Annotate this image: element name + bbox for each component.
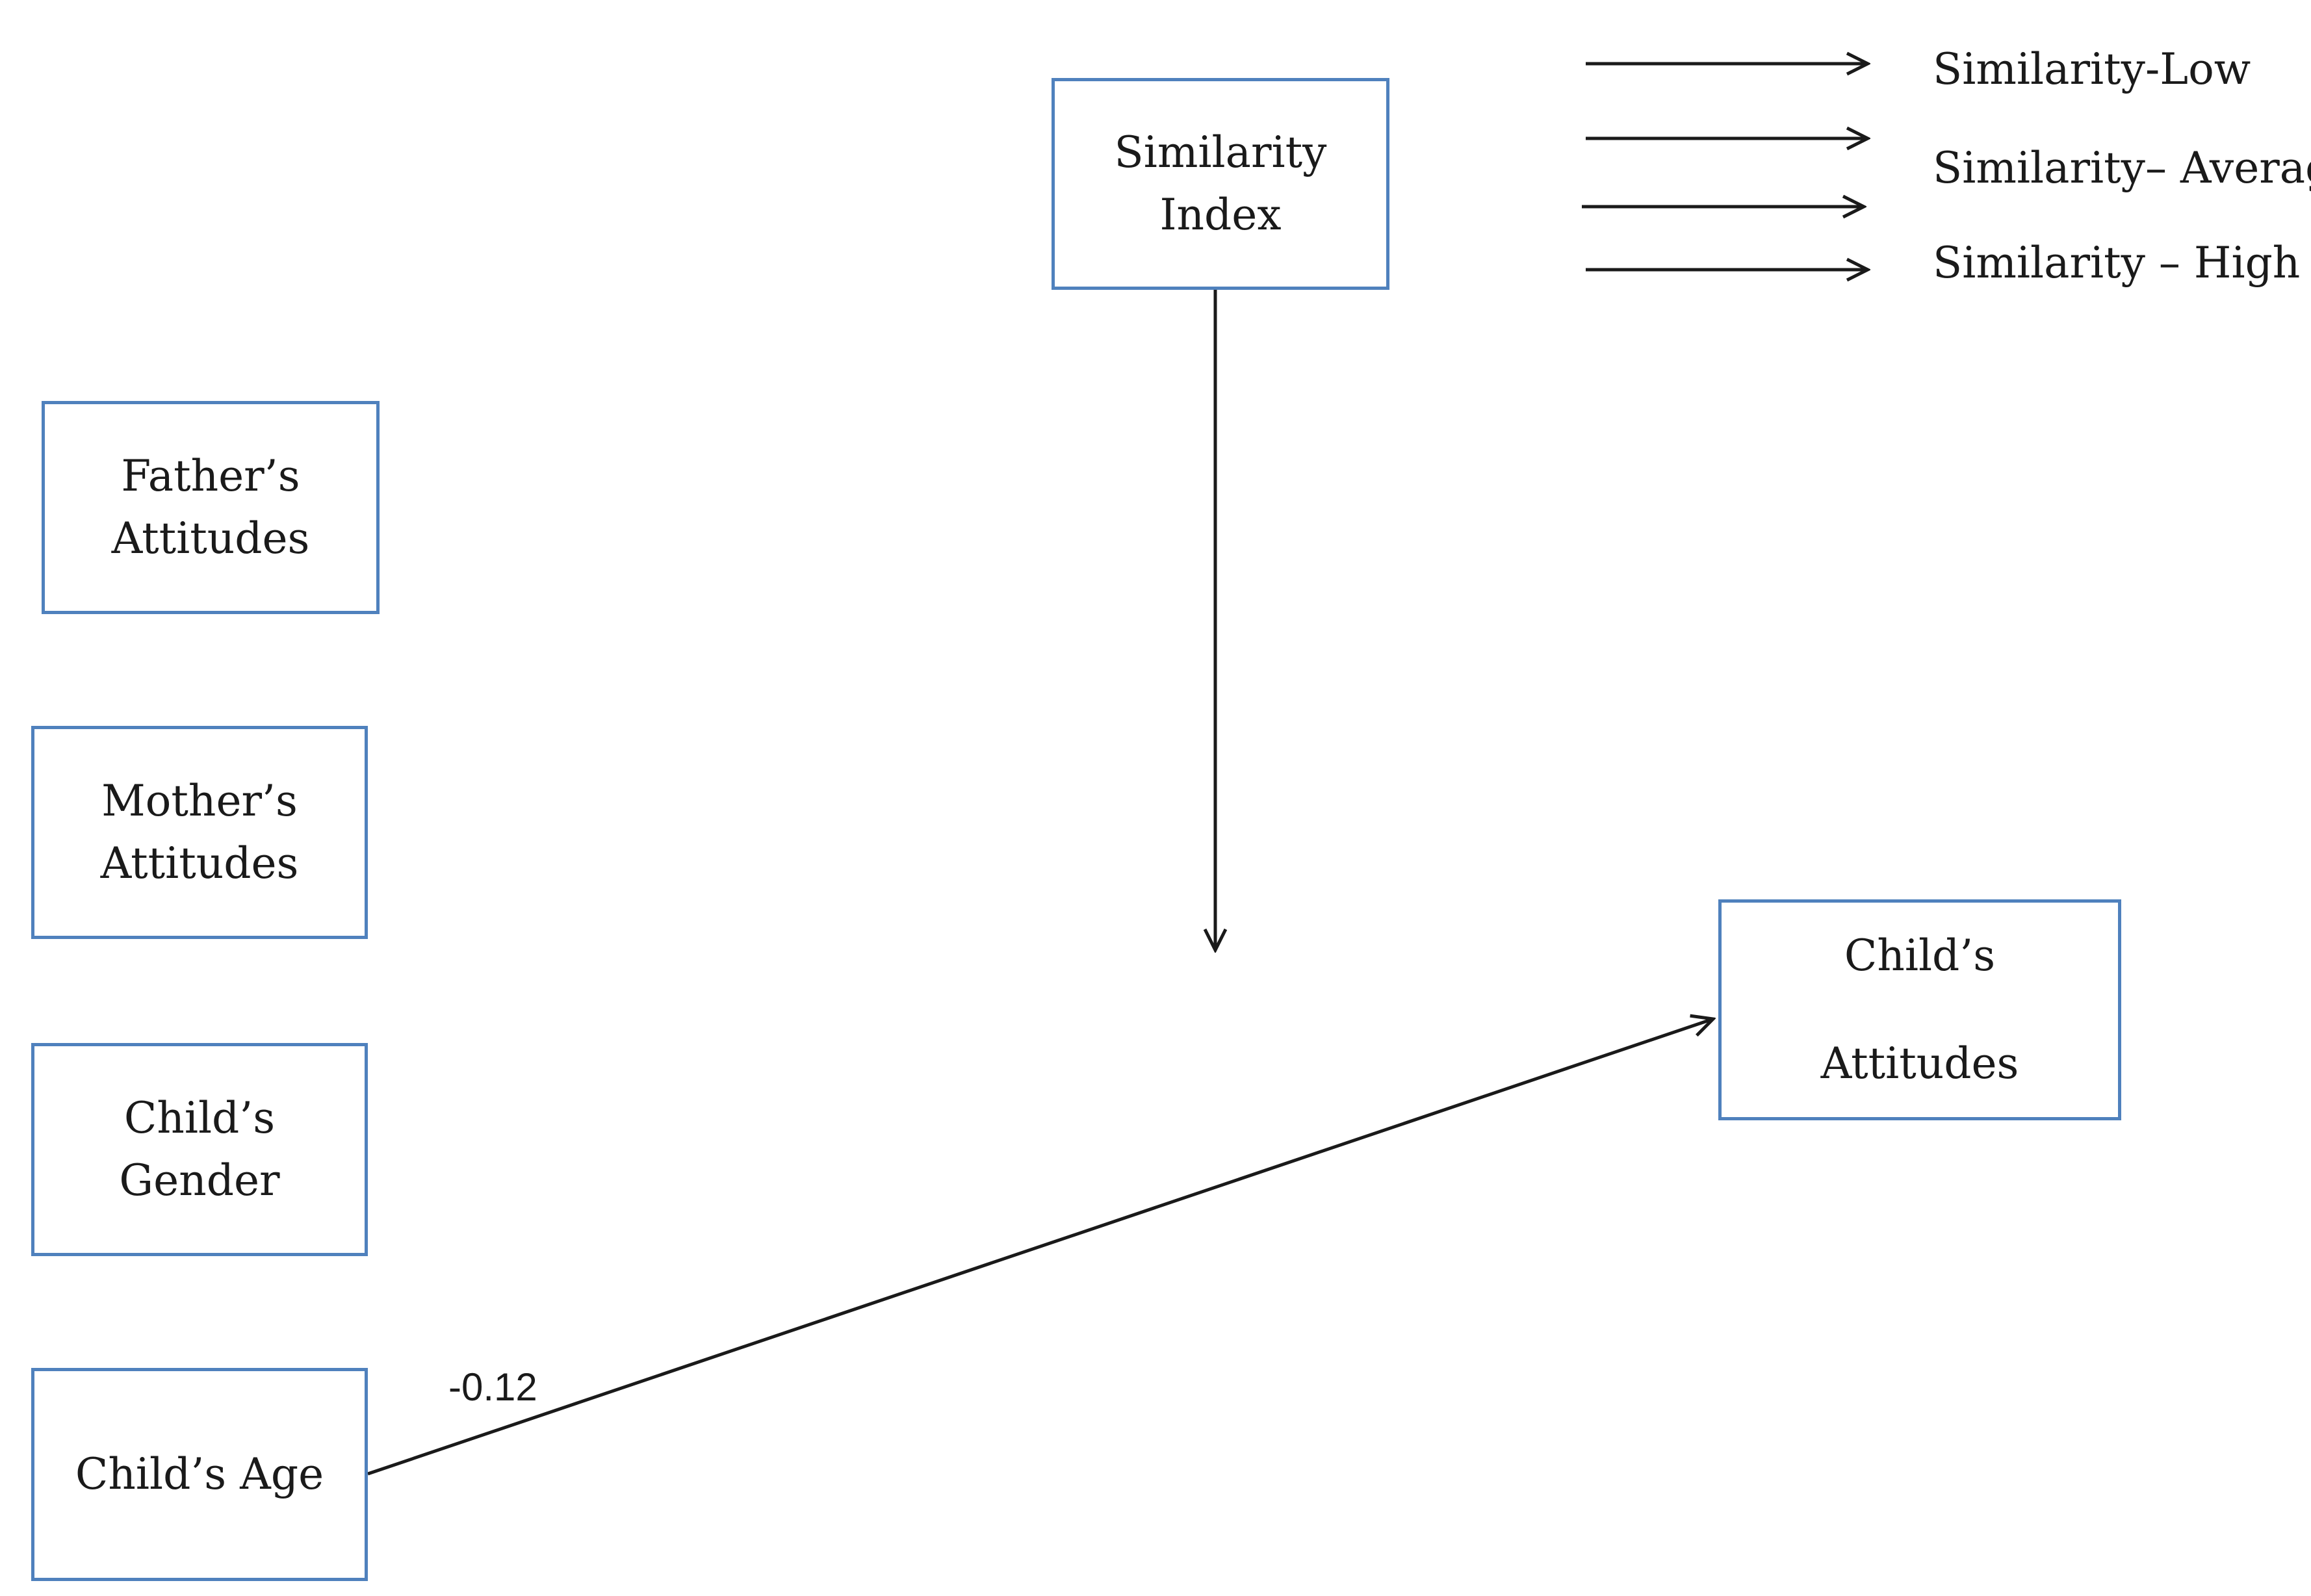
node-similarity-index: Similarity Index xyxy=(1052,78,1389,290)
legend-label-low: Similarity-Low xyxy=(1933,44,2251,94)
node-fathers-attitudes-line-2: Attitudes xyxy=(111,513,310,563)
node-childs-gender-line-1: Child’s xyxy=(123,1093,276,1144)
node-childs-age-line-1: Child’s Age xyxy=(75,1449,324,1500)
legend-label-average: Similarity– Average xyxy=(1933,143,2311,193)
node-childs-gender-line-2: Gender xyxy=(119,1155,280,1205)
node-mothers-attitudes-line-1: Mother’s xyxy=(101,776,298,827)
node-fathers-attitudes-line-1: Father’s xyxy=(121,451,300,502)
node-similarity-index-line-2: Index xyxy=(1159,190,1282,240)
node-childs-gender: Child’s Gender xyxy=(31,1043,368,1256)
path-age-to-attitudes xyxy=(367,1019,1713,1476)
node-childs-attitudes-line-1: Child’s xyxy=(1844,931,1996,981)
node-similarity-index-line-1: Similarity xyxy=(1114,127,1327,178)
node-childs-age: Child’s Age xyxy=(31,1368,368,1581)
node-mothers-attitudes-line-2: Attitudes xyxy=(100,838,299,888)
legend-label-high: Similarity – High xyxy=(1933,238,2301,288)
node-fathers-attitudes: Father’s Attitudes xyxy=(42,401,380,614)
path-coefficient-age: -0.12 xyxy=(448,1365,537,1409)
node-childs-attitudes: Child’s Attitudes xyxy=(1718,899,2121,1120)
node-childs-attitudes-line-2: Attitudes xyxy=(1820,1038,2019,1088)
node-mothers-attitudes: Mother’s Attitudes xyxy=(31,726,368,939)
